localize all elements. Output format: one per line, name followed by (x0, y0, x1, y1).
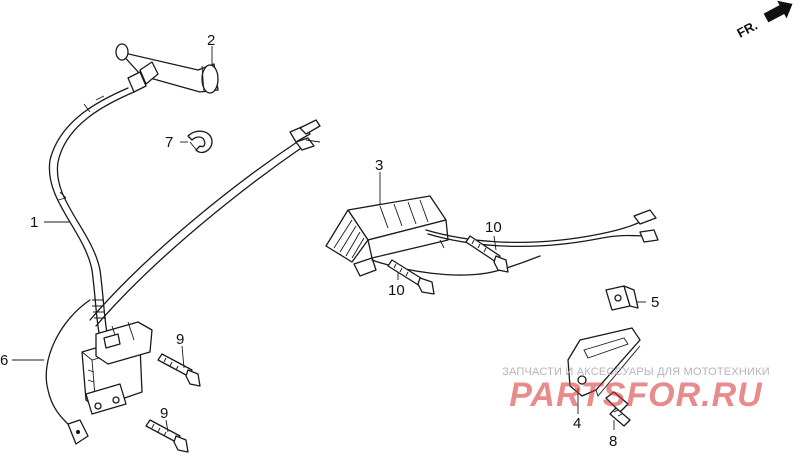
watermark-tagline: ЗАПЧАСТИ И АКСЕССУАРЫ ДЛЯ МОТОТЕХНИКИ (502, 366, 770, 378)
callout-5: 5 (651, 294, 659, 311)
callout-10a: 10 (485, 219, 502, 236)
ground-wire (45, 299, 91, 445)
callout-7: 7 (165, 134, 173, 151)
bolt-10a (465, 235, 509, 273)
bolt-9a (157, 353, 201, 387)
clip-nut (605, 285, 639, 311)
callout-3: 3 (375, 157, 383, 174)
callout-9a: 9 (176, 331, 184, 348)
bolt-10b (387, 259, 435, 295)
callout-1: 1 (30, 214, 38, 231)
watermark-brand: PARTSFOR.RU (509, 376, 763, 414)
callout-4: 4 (573, 415, 581, 432)
ignition-coil (48, 87, 153, 415)
front-direction-marker: FR. (734, 0, 793, 41)
bolt-8 (605, 391, 631, 427)
bolt-9b (145, 419, 189, 453)
bracket-plate (567, 327, 641, 397)
callout-10b: 10 (388, 282, 405, 299)
fr-label: FR. (734, 18, 760, 41)
callout-8: 8 (609, 433, 617, 450)
callout-2: 2 (207, 32, 215, 49)
spark-plug-cap (115, 43, 219, 94)
callout-6: 6 (0, 352, 8, 369)
arrow-icon (763, 0, 793, 23)
exciter-coil (325, 195, 449, 277)
leader-lines (12, 46, 646, 433)
callout-9b: 9 (160, 405, 168, 422)
wire-clip (187, 130, 213, 154)
coil-wire-harness (89, 119, 321, 327)
